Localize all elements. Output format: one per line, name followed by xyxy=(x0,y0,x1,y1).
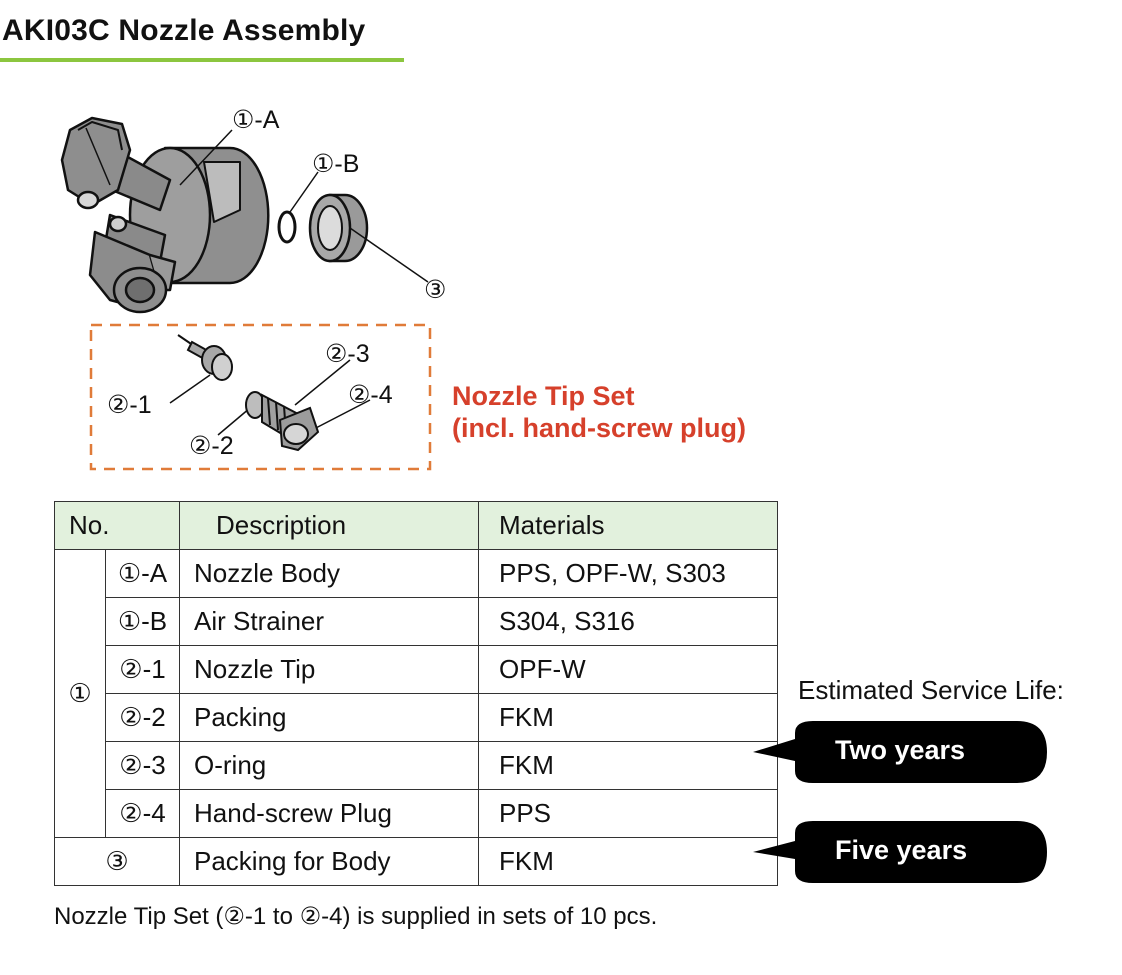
page-title: AKI03C Nozzle Assembly xyxy=(2,14,366,47)
row-sub-number: ②-3 xyxy=(105,741,180,790)
row-description: Hand-screw Plug xyxy=(179,789,479,838)
row-number: ③ xyxy=(54,837,180,886)
row-description: Nozzle Tip xyxy=(179,645,479,694)
title-underline xyxy=(0,58,404,62)
nozzle-assembly-diagram: ①-A ①-B ③ ②-3 ②-4 ②-1 ②-2 xyxy=(60,106,446,471)
two-years-callout: Two years xyxy=(753,721,1047,783)
label-two-4: ②-4 xyxy=(348,381,393,409)
callout-shape xyxy=(753,721,1047,783)
footnote: Nozzle Tip Set (②-1 to ②-4) is supplied … xyxy=(54,903,658,930)
label-two-1: ②-1 xyxy=(107,391,152,419)
label-one-a: ①-A xyxy=(232,106,280,134)
nozzle-tip-part xyxy=(177,334,233,381)
air-strainer-part xyxy=(277,210,297,244)
tip-set-line-2: (incl. hand-screw plug) xyxy=(452,413,747,443)
row-description: Packing xyxy=(179,693,479,742)
row-materials: OPF-W xyxy=(478,645,778,694)
row-sub-number: ②-2 xyxy=(105,693,180,742)
table-row: ②-3 O-ring FKM xyxy=(55,741,778,790)
packing-for-body-part xyxy=(308,193,369,263)
row-sub-number: ②-1 xyxy=(105,645,180,694)
row-description: Air Strainer xyxy=(179,597,479,646)
table-row: ②-1 Nozzle Tip OPF-W xyxy=(55,645,778,694)
group-number: ① xyxy=(54,549,106,838)
table-row: ① ①-A Nozzle Body PPS, OPF-W, S303 xyxy=(54,549,778,838)
label-three: ③ xyxy=(424,276,446,304)
row-materials: FKM xyxy=(478,693,778,742)
row-materials: PPS, OPF-W, S303 xyxy=(478,549,778,598)
row-materials: PPS xyxy=(478,789,778,838)
five-years-callout: Five years xyxy=(753,821,1047,883)
table-row: ①-B Air Strainer S304, S316 xyxy=(55,597,778,646)
tip-set-line-1: Nozzle Tip Set xyxy=(452,381,635,411)
label-two-2: ②-2 xyxy=(189,432,234,460)
row-sub-number: ①-B xyxy=(105,597,180,646)
service-life-label: Estimated Service Life: xyxy=(798,675,1064,705)
table-row: ②-4 Hand-screw Plug PPS xyxy=(55,789,778,838)
hand-screw-plug-part xyxy=(245,391,320,452)
parts-table: No. Description Materials ① ①-A Nozzle B… xyxy=(54,501,778,886)
label-two-3: ②-3 xyxy=(325,340,370,368)
table-row: ②-2 Packing FKM xyxy=(55,693,778,742)
callout-shape xyxy=(753,821,1047,883)
tip-set-caption: Nozzle Tip Set (incl. hand-screw plug) xyxy=(452,380,746,444)
row-materials: S304, S316 xyxy=(478,597,778,646)
header-description: Description xyxy=(179,501,479,550)
header-no: No. xyxy=(54,501,180,550)
row-materials: FKM xyxy=(478,837,778,886)
table-row: ③ Packing for Body FKM xyxy=(54,837,778,886)
header-materials: Materials xyxy=(478,501,778,550)
five-years-text: Five years xyxy=(835,835,968,865)
row-materials: FKM xyxy=(478,741,778,790)
row-sub-number: ①-A xyxy=(105,549,180,598)
row-description: O-ring xyxy=(179,741,479,790)
nozzle-body-part xyxy=(60,116,270,314)
label-one-b: ①-B xyxy=(312,150,359,178)
two-years-text: Two years xyxy=(835,735,966,765)
row-description: Nozzle Body xyxy=(179,549,479,598)
row-sub-number: ②-4 xyxy=(105,789,180,838)
tip-set-box xyxy=(89,323,432,471)
table-header-row: No. Description Materials xyxy=(54,501,778,550)
row-description: Packing for Body xyxy=(179,837,479,886)
